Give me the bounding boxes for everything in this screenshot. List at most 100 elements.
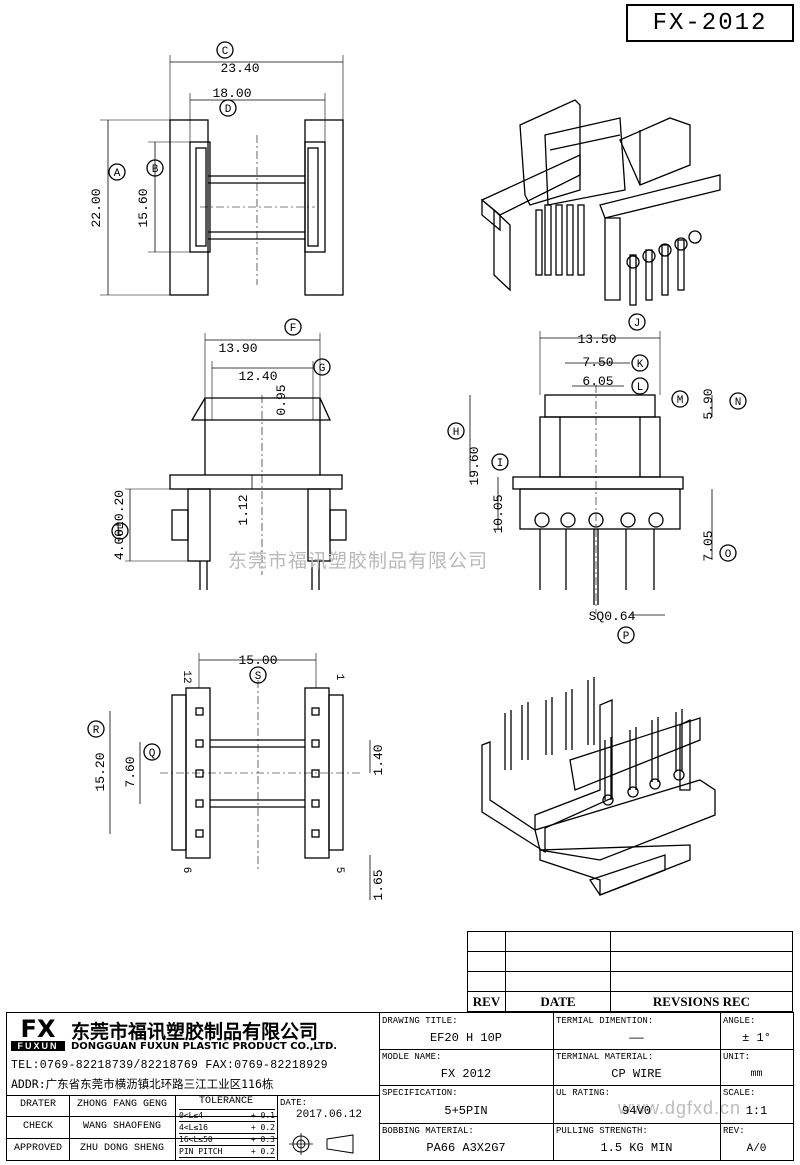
dim-a: 22.00 <box>89 188 104 227</box>
part-number: FX-2012 <box>626 4 794 42</box>
company-tel: TEL:0769-82218739/82218769 FAX:0769-8221… <box>11 1059 328 1072</box>
drawing-title-value: EF20 H 10P <box>429 1031 502 1045</box>
scale-value: 1:1 <box>745 1104 768 1118</box>
iso-view-top <box>480 99 721 306</box>
pin-12: 12 <box>180 670 192 683</box>
pin-1: 1 <box>333 674 345 681</box>
dim-d: 18.00 <box>212 86 251 101</box>
technical-drawing: 23.40 18.00 C D A B 22.00 15.60 <box>87 41 747 901</box>
dim-l: 6.05 <box>582 374 613 389</box>
letter-h: H <box>453 427 460 439</box>
company-name-cn: 东莞市福讯塑胶制品有限公司 <box>71 1021 319 1043</box>
letter-j: J <box>634 318 641 330</box>
pull-value: 1.5 KG MIN <box>600 1141 673 1155</box>
company-addr: ADDR:广东省东莞市横沥镇北环路三江工业区116栋 <box>11 1077 274 1091</box>
bobbin-value: PA66 A3X2G7 <box>426 1141 506 1155</box>
check-label: CHECK <box>22 1121 53 1132</box>
dim-c: 23.40 <box>220 61 259 76</box>
side-view <box>111 318 347 590</box>
dim-m: 5.90 <box>701 388 716 419</box>
terminal-mat-label: TERMINAL MATERIAL: <box>556 1052 654 1062</box>
letter-a: A <box>114 168 121 180</box>
terminal-dim-value: —— <box>629 1031 644 1045</box>
dim-q: 7.60 <box>123 756 138 787</box>
title-block: FX FUXUN 东莞市福讯塑胶制品有限公司 DONGGUAN FUXUN PL… <box>6 1012 794 1161</box>
rev-header: REV <box>467 991 506 1012</box>
terminal-mat-value: CP WIRE <box>611 1067 662 1081</box>
tol-value-4: + 0.2 <box>250 1147 275 1156</box>
dim-r: 15.20 <box>93 752 108 791</box>
dim-s: 15.00 <box>238 653 277 668</box>
angle-value: ± 1° <box>742 1031 771 1045</box>
front-view <box>447 313 747 644</box>
model-label: MODLE NAME: <box>382 1052 442 1062</box>
watermark-text: 东莞市福讯塑胶制品有限公司 <box>228 550 489 572</box>
pin-6: 6 <box>180 867 192 874</box>
letter-i: I <box>497 458 504 470</box>
letter-e: E <box>117 527 124 539</box>
unit-value: mm <box>750 1069 763 1080</box>
bobbin-label: BOBBING MATERIAL: <box>382 1126 474 1136</box>
drater-label: DRATER <box>19 1099 56 1110</box>
tol-value-1: + 0.1 <box>250 1111 275 1120</box>
watermark-url[interactable]: www.dgfxd.cn <box>618 1098 742 1118</box>
letter-g: G <box>319 363 326 375</box>
dim-g2: 0.95 <box>274 384 289 415</box>
approved-label: APPROVED <box>13 1143 62 1154</box>
dim-pitch: 1.40 <box>371 744 386 775</box>
revision-table: REV DATE REVSIONS REC <box>467 931 793 1012</box>
unit-label: UNIT: <box>723 1052 751 1062</box>
letter-s: S <box>255 671 262 683</box>
dim-o: 7.05 <box>701 530 716 561</box>
letter-f: F <box>290 323 297 335</box>
letter-o: O <box>725 549 732 561</box>
model-value: FX 2012 <box>440 1067 492 1081</box>
pull-label: PULLING STRENGTH: <box>556 1126 648 1136</box>
dim-p: SQ0.64 <box>589 609 636 624</box>
logo-sub: FUXUN <box>11 1041 65 1051</box>
tolerance-table: 0<L≤4+ 0.1 4<L≤16+ 0.2 16<L≤50+ 0.3 PIN … <box>179 1109 275 1158</box>
date-header: DATE <box>505 991 611 1012</box>
dim-j: 13.50 <box>577 332 616 347</box>
date-value: 2017.06.12 <box>295 1109 362 1121</box>
tolerance-title: TOLERANCE <box>198 1096 253 1107</box>
tol-value-2: + 0.2 <box>250 1123 275 1132</box>
spec-label: SPECIFICATION: <box>382 1088 458 1098</box>
dim-f: 13.90 <box>218 341 257 356</box>
scale-label: SCALE: <box>723 1088 756 1098</box>
dim-b: 15.60 <box>136 188 151 227</box>
letter-l: L <box>637 382 644 394</box>
dim-k: 7.50 <box>582 355 613 370</box>
top-view-labels: 23.40 18.00 C D A B 22.00 15.60 <box>89 46 260 228</box>
angle-label: ANGLE: <box>723 1016 756 1026</box>
top-view <box>100 41 344 296</box>
rev-value: A/0 <box>746 1143 767 1155</box>
dim-e: 4.00±0.20 <box>112 490 127 560</box>
letter-m: M <box>677 395 684 407</box>
bottom-view <box>87 653 371 900</box>
check-name: WANG SHAOFENG <box>82 1121 161 1132</box>
ul-value: 94V0 <box>622 1104 651 1118</box>
letter-p: P <box>623 631 630 643</box>
pin-5: 5 <box>333 867 345 874</box>
letter-r: R <box>93 725 100 737</box>
dim-h: 19.60 <box>467 446 482 485</box>
letter-n: N <box>735 397 742 409</box>
letter-q: Q <box>149 748 156 760</box>
front-view-labels: 13.50 7.50 6.05 5.90 19.60 10.05 7.05 SQ… <box>453 318 742 643</box>
dim-w: 1.65 <box>371 869 386 900</box>
projection-symbol-icon <box>289 1133 354 1155</box>
ul-label: UL RATING: <box>556 1088 611 1098</box>
side-view-labels: 13.90 12.40 0.95 4.00±0.20 1.12 F G E <box>112 323 325 560</box>
tol-range-2: 4<L≤16 <box>179 1123 208 1132</box>
iso-view-bottom <box>481 677 716 896</box>
dim-112: 1.12 <box>236 494 251 525</box>
date-label: DATE: <box>280 1098 308 1108</box>
logo-mark: FX <box>20 1015 56 1043</box>
company-logo: FX FUXUN <box>11 1017 65 1053</box>
letter-c: C <box>222 46 229 58</box>
rev-label: REV: <box>723 1126 745 1136</box>
letter-k: K <box>637 359 644 371</box>
letter-d: D <box>225 104 232 116</box>
approved-name: ZHU DONG SHENG <box>79 1143 164 1154</box>
